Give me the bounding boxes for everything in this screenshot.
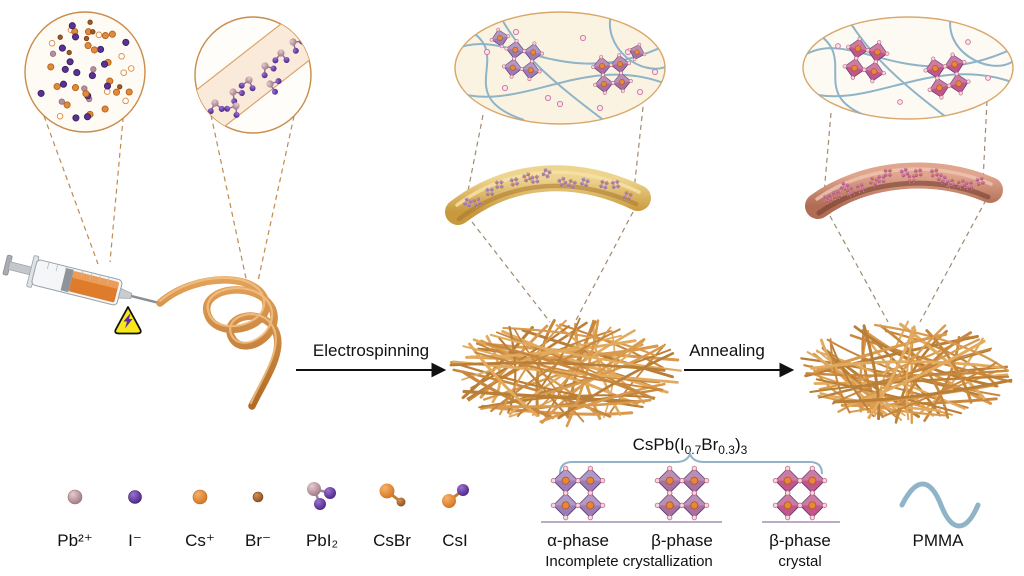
zoom-connector-lines: [466, 100, 988, 323]
legend: Pb²⁺ I⁻ Cs⁺ Br⁻ PbI₂ CsBr CsI α-phase β-…: [57, 466, 981, 570]
legend-label-pb: Pb²⁺: [57, 531, 92, 550]
incomplete-crystallization-note: Incomplete crystallization: [545, 553, 713, 570]
legend-label-csi: CsI: [442, 531, 468, 550]
ion-dots: [37, 19, 135, 122]
perovskite-formula: CsPb(I0.7Br0.3)3: [633, 435, 748, 457]
pmma-wave-icon: [899, 481, 981, 529]
beta-phase-crystal-cluster-icon: [773, 466, 827, 520]
annealed-fiber-segment: [805, 162, 1003, 219]
legend-label-cs: Cs⁺: [185, 531, 215, 550]
formula-bracket: [559, 451, 823, 475]
cesium-iodide-molecule-icon: [442, 484, 469, 508]
pmma-network-as-spun: [455, 12, 665, 123]
as-spun-composite-zoom: [454, 11, 666, 125]
legend-label-beta-phase: β-phase: [651, 531, 713, 550]
legend-label-alpha-phase: α-phase: [547, 531, 609, 550]
legend-label-pmma: PMMA: [913, 531, 965, 550]
cesium-ion-icon: [192, 489, 208, 505]
legend-label-beta-crystal: β-phase: [769, 531, 831, 550]
syringe-illustration: [2, 254, 162, 306]
high-voltage-icon: [114, 306, 142, 335]
annealed-composite-zoom: [802, 16, 1014, 120]
beta-phase-cluster-icon: [655, 466, 709, 520]
electrospinning-label: Electrospinning: [313, 341, 429, 360]
pmma-network-annealed: [803, 17, 1013, 119]
annealing-label: Annealing: [689, 341, 765, 360]
iodide-ion-icon: [128, 490, 142, 504]
lead-iodide-molecule-icon: [307, 482, 336, 510]
zoom-cone-lines: [43, 106, 297, 284]
loose-halide-dots: [483, 28, 659, 112]
lead-ion-icon: [67, 489, 83, 505]
alpha-phase-cluster-icon: [551, 466, 605, 520]
jet-fiber-zoom-content: [195, 17, 311, 133]
ion-mixture-zoom: [24, 11, 146, 133]
cesium-bromide-molecule-icon: [379, 483, 406, 507]
legend-label-i: I⁻: [128, 531, 142, 550]
bromide-ion-icon: [252, 491, 264, 503]
as-spun-fiber-mat: [449, 317, 682, 428]
annealed-fiber-mat: [800, 320, 1013, 424]
annealing-step: Annealing: [684, 341, 795, 378]
legend-label-csbr: CsBr: [373, 531, 411, 550]
jet-fiber-zoom: [194, 16, 312, 134]
legend-label-pbi2: PbI₂: [306, 531, 338, 550]
polymer-jet-coil: [156, 276, 282, 410]
electrospinning-step: Electrospinning: [296, 341, 447, 378]
crystal-note: crystal: [778, 553, 821, 570]
loose-halide-dots-annealed: [835, 39, 991, 105]
as-spun-fiber-segment: [445, 165, 651, 225]
legend-label-br: Br⁻: [245, 531, 271, 550]
